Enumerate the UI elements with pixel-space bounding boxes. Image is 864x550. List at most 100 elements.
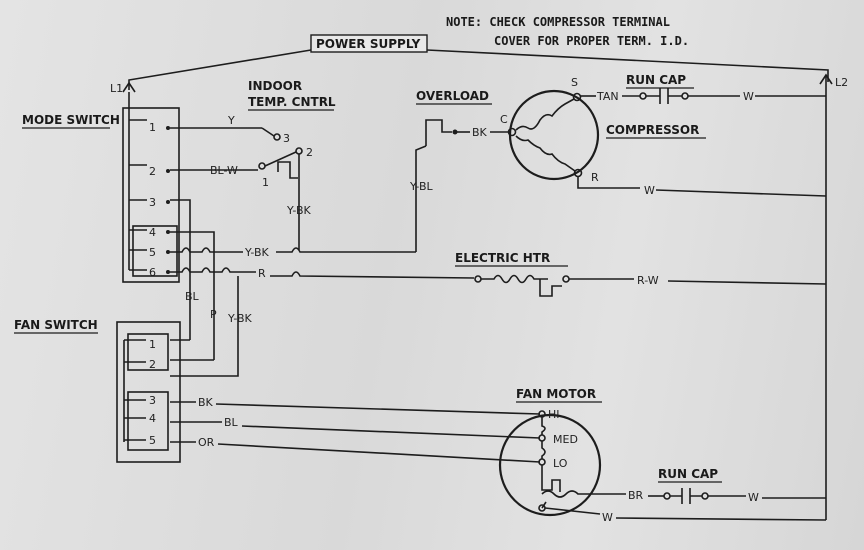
wire-y-bk-vertical-label: Y-BK: [227, 312, 253, 325]
wire-or-fan5-label: OR: [198, 436, 215, 449]
wire-r-mode6-label: R: [258, 267, 266, 280]
overload-label: OVERLOAD: [416, 89, 489, 103]
wire-w-cap-bottom-label: W: [748, 491, 759, 504]
fan-motor-tap-hi: HI: [548, 408, 560, 421]
wire-bl-fan4-b: [241, 425, 541, 439]
fan-switch-box: [116, 321, 181, 463]
run-cap-top-dot-b: [681, 92, 689, 100]
wire-r-mode6-a: [170, 267, 256, 273]
fan-motor-circle: [498, 413, 602, 517]
power-supply-label: POWER SUPPLY: [316, 37, 421, 51]
mode-terminal-3: 3: [149, 196, 156, 209]
mode-terminal-1: 1: [149, 121, 156, 134]
run-cap-bottom-label: RUN CAP: [658, 467, 718, 481]
run-cap-bottom-symbol: [670, 488, 702, 504]
heater-dot-a: [474, 275, 482, 283]
mode-terminal-4: 4: [149, 226, 156, 239]
thermostat-anticipator: [277, 161, 298, 179]
mode-terminal-6: 6: [149, 266, 156, 279]
run-cap-top-dot-a: [639, 92, 647, 100]
wire-y-bk-mode5-label: Y-BK: [244, 246, 270, 259]
run-cap-top-symbol: [646, 88, 682, 104]
wire-p-vertical: [170, 231, 215, 360]
fan-switch-ganged-box-b: [127, 391, 169, 451]
wire-y-bl-label: Y-BL: [409, 180, 434, 193]
thermostat-common-dot: [258, 162, 266, 170]
mode-switch-box: [122, 107, 180, 283]
wire-w-comp-r-a: [577, 177, 640, 189]
l1-label: L1: [110, 82, 123, 95]
fan-motor-tap-med: MED: [553, 433, 578, 446]
fan-motor-aux-winding: [541, 490, 594, 498]
fan-terminal-1: 1: [149, 338, 156, 351]
heater-limit-switch: [539, 279, 562, 297]
thermostat-terminal-2-dot: [295, 147, 303, 155]
fan-motor-common: [541, 501, 547, 509]
compressor-start-winding: [515, 98, 575, 131]
compressor-terminal-r: R: [591, 171, 599, 184]
fan-terminal-3: 3: [149, 394, 156, 407]
thermostat-label-2: TEMP. CNTRL: [248, 95, 336, 109]
wire-w-comp-r-label: W: [644, 184, 655, 197]
wire-w-motor-a: [544, 507, 601, 515]
wire-y-bk-thermostat-label: Y-BK: [286, 204, 312, 217]
wire-y-bk-mode5-b: [276, 247, 416, 253]
thermostat-terminal-1: 1: [262, 176, 269, 189]
thermostat-terminal-3-dot: [273, 133, 281, 141]
wire-bl-vertical: [170, 199, 191, 340]
l1-wire: [128, 49, 312, 90]
thermostat-terminal-3: 3: [283, 132, 290, 145]
compressor-run-winding: [515, 135, 576, 172]
note-line-1: NOTE: CHECK COMPRESSOR TERMINAL: [446, 15, 670, 29]
wire-y-bk-mode5-a: [170, 247, 243, 253]
fan-motor-label: FAN MOTOR: [516, 387, 596, 401]
compressor-circle: [508, 89, 600, 181]
run-cap-top-label: RUN CAP: [626, 73, 686, 87]
power-supply-box: [310, 34, 428, 53]
electric-heater-label: ELECTRIC HTR: [455, 251, 550, 265]
fan-terminal-4: 4: [149, 412, 156, 425]
overload-switch: [425, 119, 452, 146]
wire-tan-label: TAN: [596, 90, 619, 103]
wire-p-vertical-label: P: [210, 308, 217, 321]
mode-switch-ganged-box: [132, 225, 178, 277]
l1-arrow: [122, 81, 136, 93]
compressor-terminal-s: S: [571, 76, 578, 89]
fan-switch-common: [123, 339, 146, 442]
compressor-r-dot: [573, 168, 583, 178]
mode-terminal-5: 5: [149, 246, 156, 259]
wire-bl-vertical-label: BL: [185, 290, 200, 303]
wire-y-bl: [415, 145, 427, 252]
wire-w-motor-label: W: [602, 511, 613, 524]
fan-motor-windings: [541, 417, 546, 478]
fan-terminal-2: 2: [149, 358, 156, 371]
mode-terminal-2: 2: [149, 165, 156, 178]
heater-dot-b: [562, 275, 570, 283]
thermostat-terminal-2: 2: [306, 146, 313, 159]
wire-bl-w-label: BL-W: [210, 164, 238, 177]
l2-arrow: [819, 73, 833, 85]
thermostat-contact-3: [261, 127, 275, 137]
wire-w-comp-r-b: [655, 189, 827, 197]
wire-or-fan5-b: [217, 443, 541, 463]
compressor-c-dot: [507, 127, 517, 137]
wire-bk-fan3-label: BK: [198, 396, 214, 409]
mode-switch-label: MODE SWITCH: [22, 113, 120, 127]
wire-r-w-label: R-W: [637, 274, 659, 287]
mode-switch-contacts: [129, 119, 147, 271]
wire-r-mode6-b: [270, 271, 475, 279]
wire-bl-fan4-label: BL: [224, 416, 239, 429]
compressor-label: COMPRESSOR: [606, 123, 699, 137]
compressor-s-dot: [572, 92, 582, 102]
thermostat-label-1: INDOOR: [248, 79, 302, 93]
wire-bk-fan3-b: [215, 403, 541, 415]
fan-terminal-5: 5: [149, 434, 156, 447]
fan-switch-ganged-box-a: [127, 333, 169, 371]
heater-element: [481, 274, 548, 284]
wire-w-motor-b: [615, 517, 827, 521]
wire-bk-overload-label: BK: [472, 126, 488, 139]
wire-y-bk-vertical: [170, 276, 239, 377]
l2-label: L2: [835, 76, 848, 89]
